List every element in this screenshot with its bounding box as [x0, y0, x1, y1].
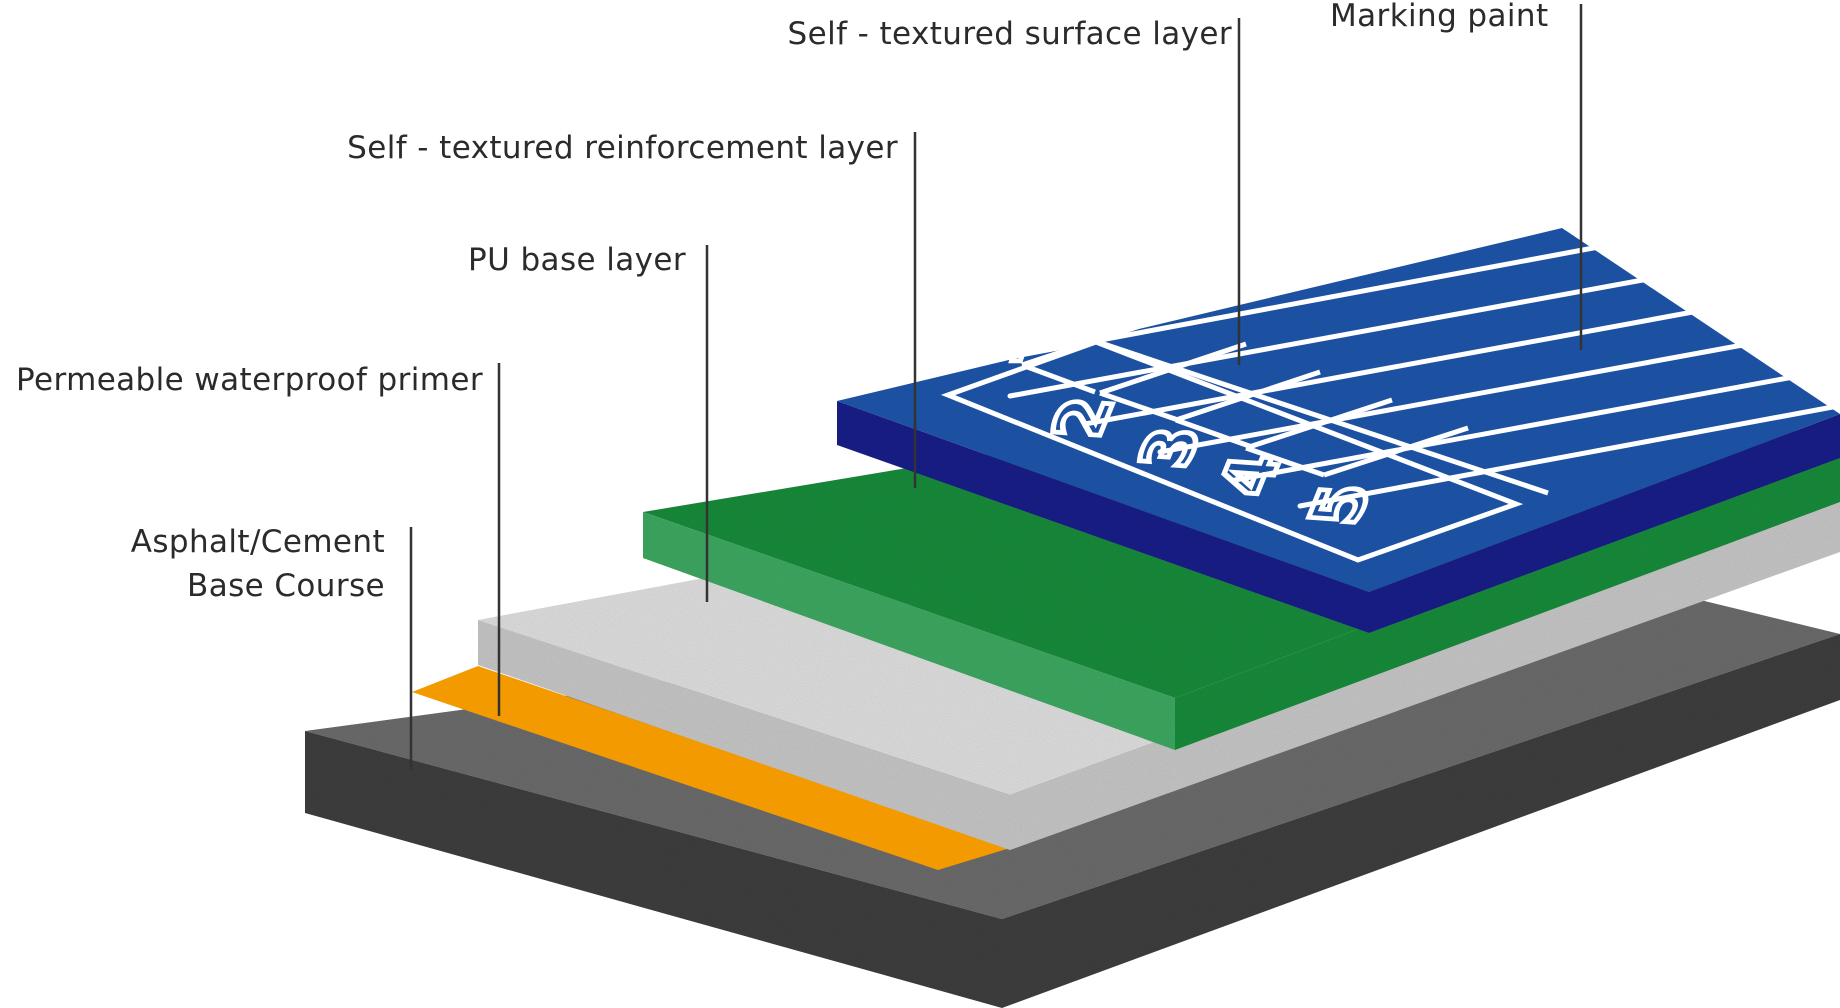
base-course-right [1002, 634, 1840, 1008]
leader-lines [409, 4, 1583, 770]
label-base-course-line1: Asphalt/Cement [130, 524, 385, 560]
label-pu-base-layer: PU base layer [468, 242, 686, 278]
primer-strip [412, 666, 1010, 870]
base-course-front [305, 731, 1002, 1008]
label-base-course: Asphalt/Cement Base Course [131, 520, 385, 608]
pu-base-right [1010, 492, 1840, 850]
label-reinforcement-layer: Self - textured reinforcement layer [347, 130, 898, 166]
start-box-outline [940, 339, 1524, 563]
label-marking-paint: Marking paint [1330, 0, 1549, 34]
lane-number: 3 [1124, 424, 1218, 471]
surface-slab [837, 228, 1840, 633]
pu-base-front [478, 620, 1010, 850]
reinforcement-front [643, 512, 1175, 750]
reinforcement-right [1175, 448, 1840, 750]
start-box-divider [1175, 417, 1253, 450]
start-box-divider [1021, 362, 1096, 395]
lane-line [1297, 403, 1840, 509]
label-surface-layer: Self - textured surface layer [787, 16, 1232, 52]
lane-line [1232, 370, 1818, 483]
surface-right [1369, 414, 1840, 633]
start-box-divider [1099, 341, 1247, 396]
start-box-divider [1245, 445, 1325, 478]
lane-number: 5 [1294, 481, 1388, 528]
label-base-course-line2: Base Course [187, 568, 385, 604]
start-box-inner-edge [1091, 337, 1549, 496]
surface-front [837, 401, 1369, 633]
lane-line [1082, 304, 1723, 427]
label-primer: Permeable waterproof primer [16, 362, 483, 398]
start-box-divider [1175, 369, 1321, 423]
lane-line [937, 240, 1623, 373]
start-box-divider [1021, 313, 1171, 368]
lane-number: 4 [1204, 451, 1298, 498]
lane-line [1007, 272, 1673, 399]
start-box-divider [1323, 425, 1469, 478]
start-box-divider [1245, 397, 1393, 451]
surface-top [837, 228, 1840, 592]
lane-line [1157, 337, 1773, 455]
lane-number: 1 [957, 326, 1049, 368]
lane-number: 2 [1037, 394, 1131, 441]
start-box [940, 313, 1549, 563]
lane-markings [937, 240, 1840, 509]
start-box-divider [1099, 390, 1179, 423]
